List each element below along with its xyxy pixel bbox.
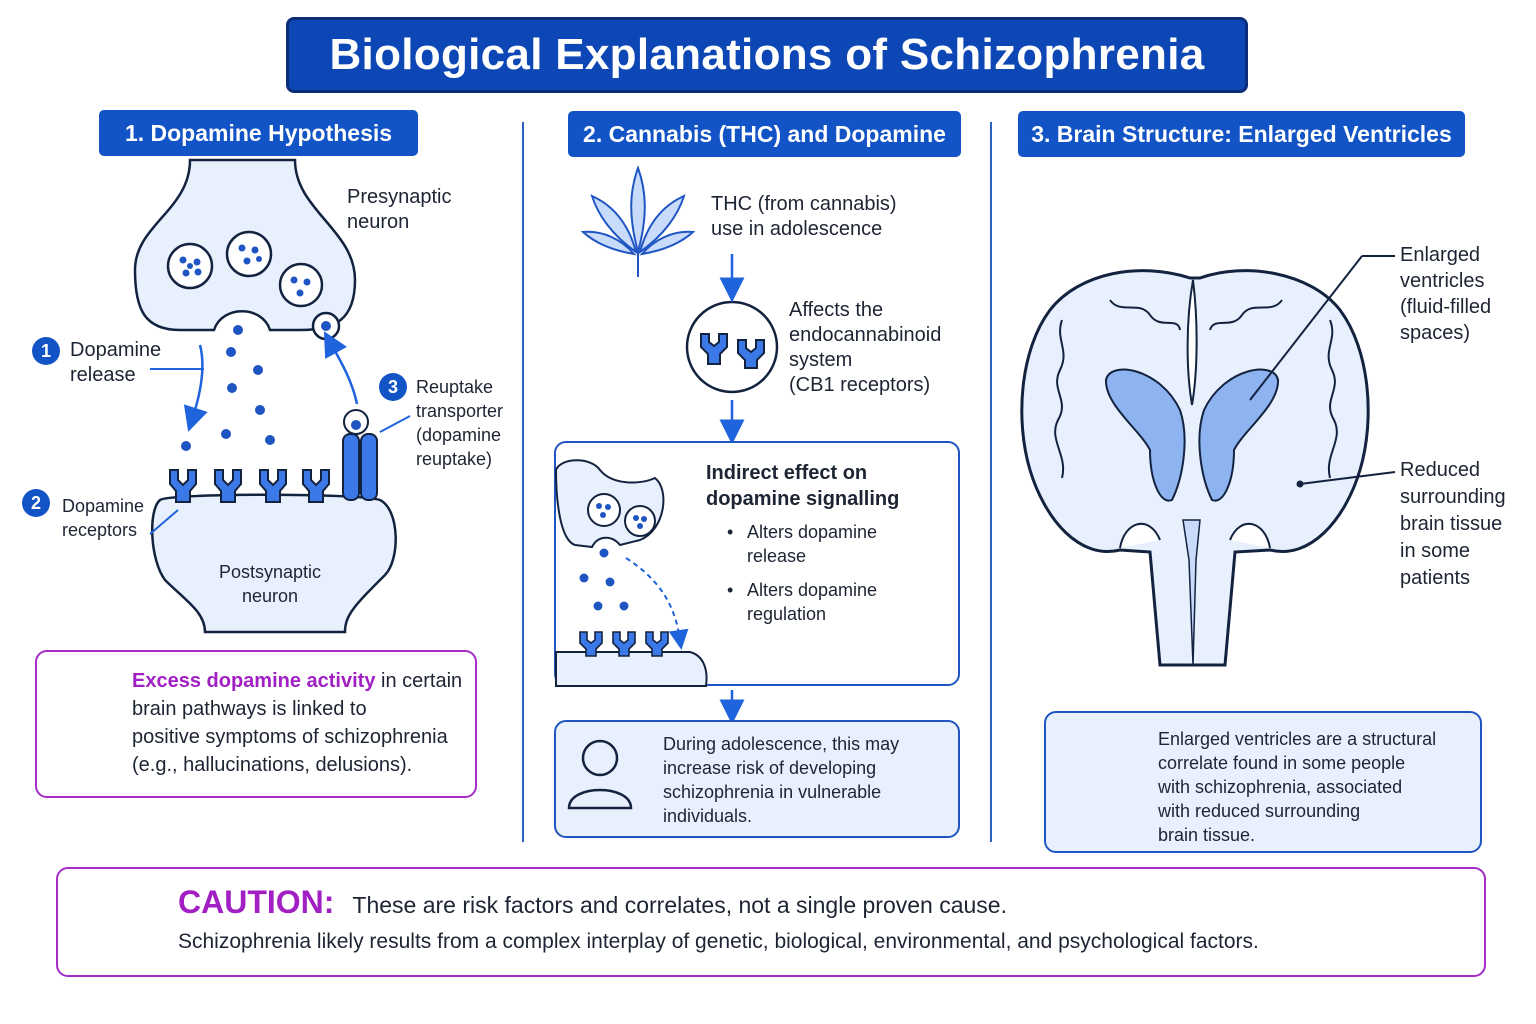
adolescence-risk-box — [554, 720, 960, 838]
dopamine-note-text: Excess dopamine activity in certain brai… — [132, 667, 472, 779]
reuptake-label-line4: reuptake) — [416, 449, 493, 469]
postsynaptic-label: Postsynaptic neuron — [205, 560, 335, 608]
thc-label-line1: THC (from cannabis) — [711, 193, 897, 215]
step-1-badge: 1 — [32, 337, 60, 365]
caution-label: CAUTION: — [178, 884, 335, 920]
reuptake-transporter-shape — [342, 409, 378, 501]
title-banner: Biological Explanations of Schizophrenia — [286, 17, 1248, 93]
bullet2-line2: regulation — [747, 604, 827, 624]
bullet1-line2: release — [747, 546, 807, 566]
presynaptic-label-line1: Presynaptic — [347, 186, 452, 208]
indirect-title-line1: Indirect effect on — [706, 462, 868, 484]
divider-left — [522, 122, 524, 842]
bullet2-line1: Alters dopamine — [747, 580, 878, 600]
brain-illustration — [1020, 269, 1370, 667]
reuptake-label-line2: transporter — [416, 401, 504, 421]
release-arrow — [183, 344, 208, 432]
ventricles-line4: spaces) — [1400, 322, 1471, 344]
receptors-label-line1: Dopamine — [62, 496, 145, 516]
postsynaptic-label-line2: neuron — [241, 586, 299, 606]
affects-line1: Affects the — [789, 299, 884, 321]
ventricles-summary-box — [1044, 711, 1482, 853]
bullet-list: Alters dopamine release Alters dopamine re… — [727, 520, 877, 626]
person-icon — [567, 739, 633, 810]
cannabis-leaf-icon — [580, 165, 696, 277]
caution-box — [56, 867, 1486, 977]
transporter-leader — [379, 415, 411, 433]
section-2-heading: 2. Cannabis (THC) and Dopamine — [568, 111, 961, 157]
section-3-heading: 3. Brain Structure: Enlarged Ventricles — [1018, 111, 1465, 157]
caution-text-1: These are risk factors and correlates, n… — [352, 892, 1007, 918]
step-2-badge: 2 — [22, 489, 50, 517]
caution-text-2: Schizophrenia likely results from a comp… — [178, 930, 1259, 953]
summary-line4: with reduced surrounding — [1158, 801, 1361, 821]
reuptake-transporter-label: Reuptake transporter (dopamine reuptake) — [416, 375, 503, 471]
dopamine-release-label: Dopamine release — [70, 338, 161, 388]
ventricles-leader-b — [1249, 255, 1363, 401]
risk-line3: schizophrenia in vulnerable — [663, 782, 882, 802]
indirect-effect-title: Indirect effect on dopamine signalling — [706, 460, 899, 512]
note-line3: positive symptoms of schizophrenia — [132, 726, 448, 748]
tissue-line2: surrounding — [1400, 486, 1506, 508]
tissue-line1: Reduced — [1400, 459, 1481, 481]
bullet-item-release: Alters dopamine release — [727, 520, 878, 568]
presynaptic-neuron-shape — [133, 158, 357, 341]
reuptake-label-line1: Reuptake — [416, 377, 494, 397]
step-3-badge: 3 — [379, 373, 407, 401]
bullet-item-regulation: Alters dopamine regulation — [727, 578, 878, 626]
caution-line-1: CAUTION: These are risk factors and corr… — [178, 884, 1007, 921]
note-line2: brain pathways is linked to — [132, 698, 367, 720]
tissue-line4: in some — [1400, 540, 1471, 562]
release-label-line2: release — [70, 364, 136, 386]
summary-line3: with schizophrenia, associated — [1158, 777, 1403, 797]
affects-line2: endocannabinoid — [789, 324, 942, 346]
reuptake-arrow — [323, 331, 359, 405]
page-title: Biological Explanations of Schizophrenia — [329, 30, 1205, 79]
cb1-receptor-icon — [685, 300, 779, 394]
dopamine-receptors — [169, 469, 330, 503]
section-1-heading: 1. Dopamine Hypothesis — [99, 110, 418, 156]
ventricles-line2: ventricles — [1400, 270, 1485, 292]
ventricles-label: Enlarged ventricles (fluid-filled spaces… — [1400, 242, 1491, 346]
risk-line1: During adolescence, this may — [663, 734, 900, 754]
tissue-line5: patients — [1400, 567, 1471, 589]
reuptake-label-line3: (dopamine — [416, 425, 502, 445]
note-line1-rest: in certain — [375, 670, 463, 692]
release-label-line1: Dopamine — [70, 339, 162, 361]
endocannabinoid-label: Affects the endocannabinoid system (CB1 … — [789, 298, 941, 398]
note-line4: (e.g., hallucinations, delusions). — [132, 754, 413, 776]
divider-right — [990, 122, 992, 842]
ventricles-summary-text: Enlarged ventricles are a structural cor… — [1158, 727, 1436, 847]
dopamine-note-box — [35, 650, 477, 798]
indirect-title-line2: dopamine signalling — [706, 488, 900, 510]
indirect-effect-bullets: Alters dopamine release Alters dopamine re… — [727, 520, 877, 636]
dopamine-receptors-label: Dopamine receptors — [62, 494, 144, 542]
thc-label-line2: use in adolescence — [711, 218, 883, 240]
receptors-label-line2: receptors — [62, 520, 138, 540]
summary-line1: Enlarged ventricles are a structural — [1158, 729, 1437, 749]
summary-line2: correlate found in some people — [1158, 753, 1406, 773]
postsynaptic-label-line1: Postsynaptic — [218, 562, 322, 582]
thc-label: THC (from cannabis) use in adolescence — [711, 192, 897, 242]
bullet1-line1: Alters dopamine — [747, 522, 878, 542]
dopamine-molecules — [181, 325, 275, 451]
tissue-line3: brain tissue — [1400, 513, 1503, 535]
affects-line3: system — [789, 349, 853, 371]
tissue-label: Reduced surrounding brain tissue in some… — [1400, 457, 1506, 592]
note-highlight: Excess dopamine activity — [132, 670, 376, 692]
risk-line4: individuals. — [663, 806, 753, 826]
ventricles-line1: Enlarged — [1400, 244, 1481, 266]
receptor-leader — [149, 509, 179, 535]
affects-line4: (CB1 receptors) — [789, 374, 931, 396]
presynaptic-label-line2: neuron — [347, 211, 410, 233]
ventricles-line3: (fluid-filled — [1400, 296, 1492, 318]
tissue-leader — [1299, 471, 1396, 485]
summary-line5: brain tissue. — [1158, 825, 1256, 845]
presynaptic-label: Presynaptic neuron — [347, 185, 452, 235]
risk-line2: increase risk of developing — [663, 758, 877, 778]
adolescence-risk-text: During adolescence, this may increase ri… — [663, 732, 899, 828]
tissue-leader-dot — [1296, 480, 1304, 488]
